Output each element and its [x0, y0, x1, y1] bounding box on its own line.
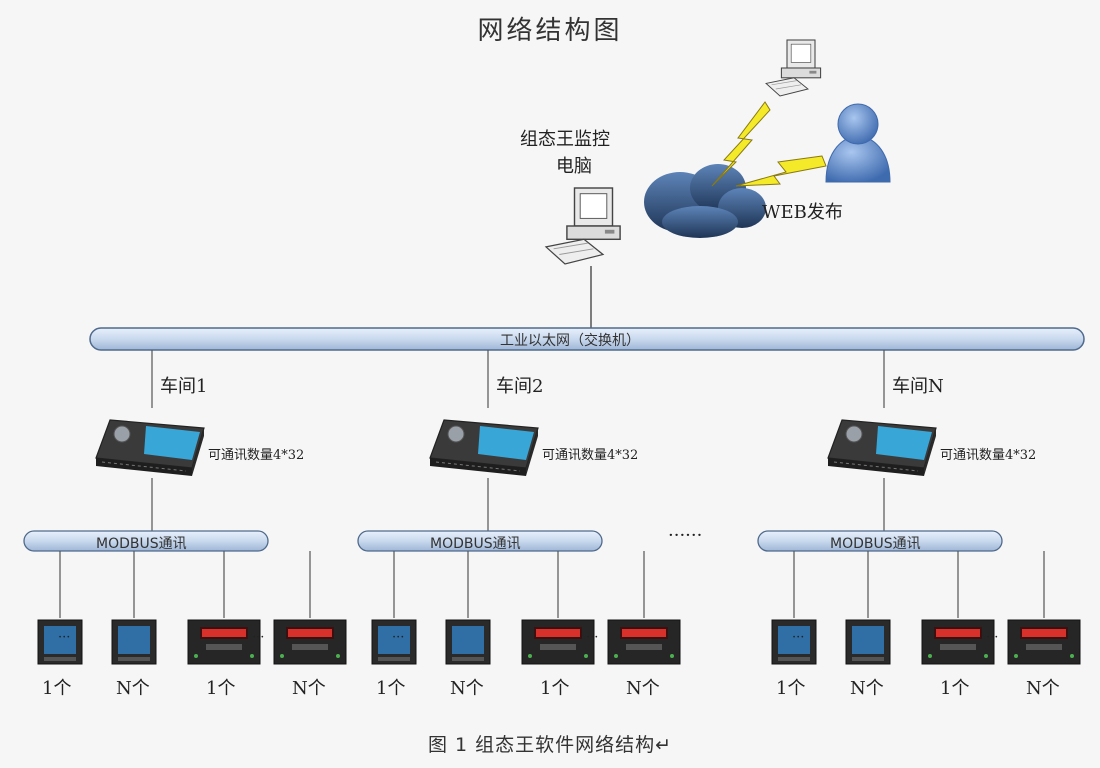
monitor-pc-label-line1: 组态王监控 — [520, 129, 610, 150]
monitor-pc-icon — [545, 187, 621, 265]
device-count-label: 1个 — [376, 678, 406, 699]
device-count-label: 1个 — [540, 678, 570, 699]
workshops-layer — [23, 350, 1081, 665]
monitor-pc-label-line2: 电脑 — [556, 156, 592, 177]
device-count-label: N个 — [626, 678, 660, 699]
device-ellipsis: ··· — [58, 630, 71, 645]
converter-icon — [95, 419, 205, 477]
modbus-bus — [757, 530, 1003, 552]
converter-capacity-label: 可通讯数量4*32 — [208, 448, 305, 463]
ethernet-bus — [89, 327, 1085, 351]
device-count-label: N个 — [450, 678, 484, 699]
power-meter-icon — [445, 619, 491, 665]
figure-caption: 图 1 组态王软件网络结构↵ — [427, 734, 673, 756]
modbus-bus — [357, 530, 603, 552]
device-ellipsis: ··· — [586, 630, 599, 645]
device-count-label: N个 — [850, 678, 884, 699]
device-ellipsis: ··· — [252, 630, 265, 645]
device-count-label: 1个 — [42, 678, 72, 699]
device-count-label: 1个 — [940, 678, 970, 699]
digital-meter-icon — [187, 619, 261, 665]
workshop-name: 车间2 — [496, 376, 544, 397]
web-publish-label: WEB发布 — [762, 202, 843, 223]
device-count-label: 1个 — [206, 678, 236, 699]
converter-icon — [827, 419, 937, 477]
modbus-bus-label: MODBUS通讯 — [96, 536, 187, 552]
power-meter-icon — [111, 619, 157, 665]
workshop-group — [357, 350, 681, 665]
digital-meter-icon — [1007, 619, 1081, 665]
digital-meter-icon — [607, 619, 681, 665]
device-count-label: N个 — [1026, 678, 1060, 699]
power-meter-icon — [845, 619, 891, 665]
remote-pc-icon — [765, 39, 822, 97]
device-count-label: 1个 — [776, 678, 806, 699]
user-icon — [825, 103, 891, 183]
workshop-group — [757, 350, 1081, 665]
device-count-label: N个 — [292, 678, 326, 699]
digital-meter-icon — [273, 619, 347, 665]
device-ellipsis: ··· — [392, 630, 405, 645]
ethernet-bus-label: 工业以太网（交换机） — [500, 333, 640, 349]
digital-meter-icon — [521, 619, 595, 665]
diagram-title: 网络结构图 — [477, 16, 623, 46]
converter-icon — [429, 419, 539, 477]
modbus-bus-label: MODBUS通讯 — [830, 536, 921, 552]
converter-capacity-label: 可通讯数量4*32 — [940, 448, 1037, 463]
converter-capacity-label: 可通讯数量4*32 — [542, 448, 639, 463]
device-ellipsis: ··· — [792, 630, 805, 645]
workshop-name: 车间N — [892, 376, 944, 397]
lightning-icon — [711, 101, 827, 187]
workshop-name: 车间1 — [160, 376, 208, 397]
device-count-label: N个 — [116, 678, 150, 699]
modbus-bus — [23, 530, 269, 552]
workshop-ellipsis: ······ — [668, 525, 703, 546]
cloud-icon — [644, 164, 766, 238]
workshop-group — [23, 350, 347, 665]
digital-meter-icon — [921, 619, 995, 665]
modbus-bus-label: MODBUS通讯 — [430, 536, 521, 552]
device-ellipsis: ··· — [986, 630, 999, 645]
